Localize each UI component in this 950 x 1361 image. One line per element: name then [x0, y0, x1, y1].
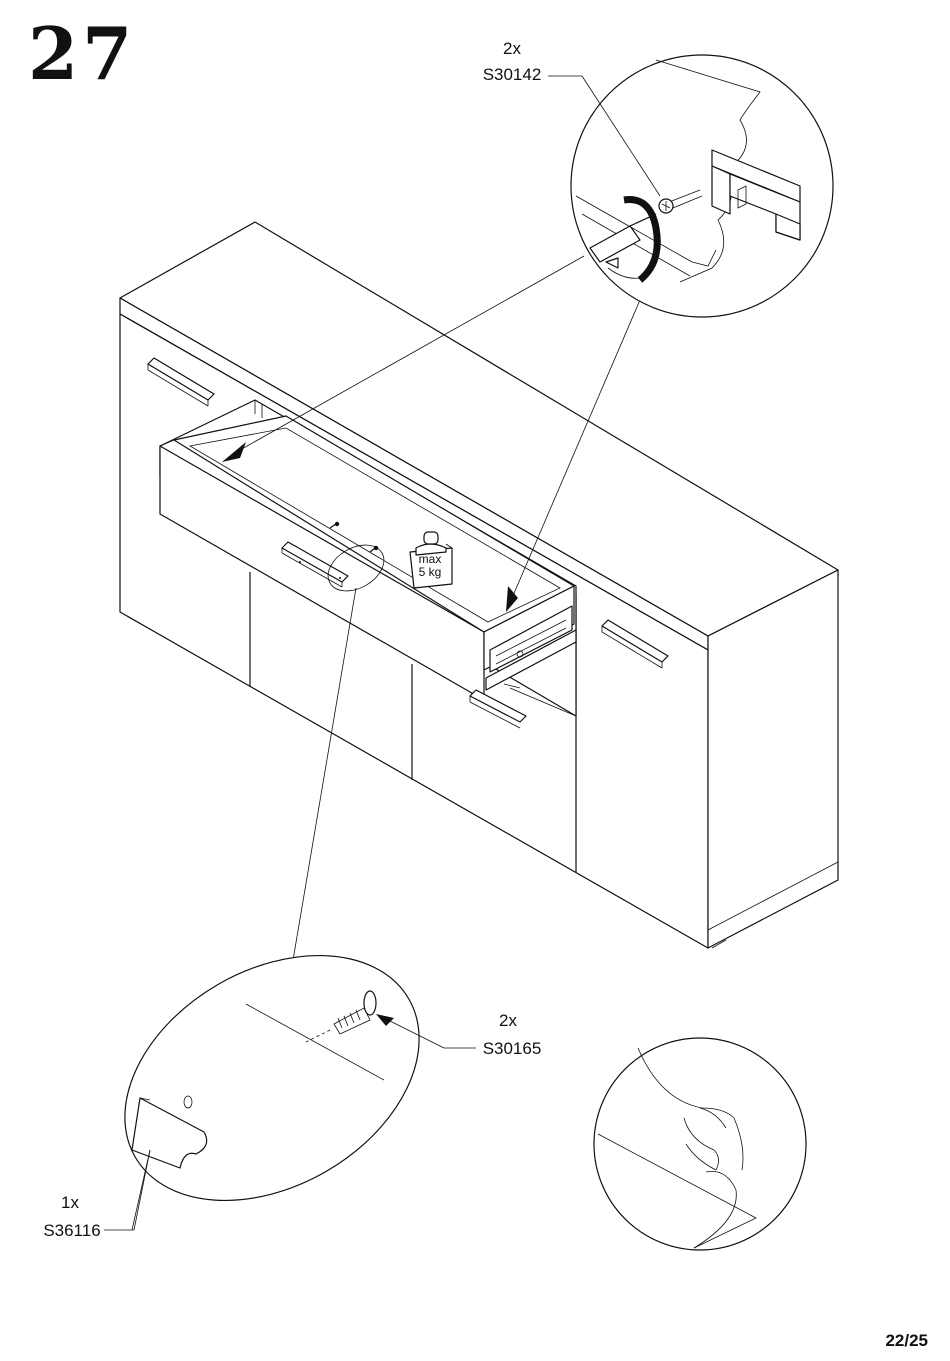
bottom-callout-part: S36116: [34, 1220, 110, 1241]
bottom-callout-qty: 1x: [54, 1192, 86, 1213]
top-callout-part: S30142: [474, 64, 550, 85]
weight-limit-line2: 5 kg: [410, 566, 450, 579]
page-number: 22/25: [885, 1331, 928, 1351]
middle-callout-part: S30165: [474, 1038, 550, 1059]
detail-circle-peel-film: [594, 1038, 806, 1250]
detail-circle-runner-screw: [548, 55, 833, 317]
top-callout-qty: 2x: [496, 38, 528, 59]
detail-ellipse-handle: [81, 905, 476, 1250]
weight-limit-label: max 5 kg: [410, 553, 450, 579]
middle-callout-qty: 2x: [492, 1010, 524, 1031]
